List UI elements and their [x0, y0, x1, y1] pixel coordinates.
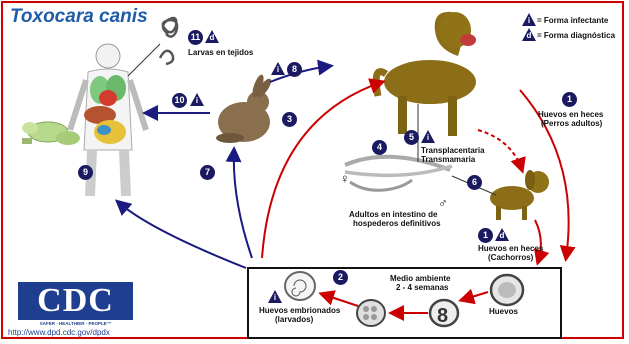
- label-larvas-tejidos: Larvas en tejidos: [188, 48, 253, 57]
- label-transplacentaria: Transplacentaria: [421, 146, 485, 155]
- tissue-larva-icon: [160, 18, 177, 64]
- label-medio-1: Medio ambiente: [390, 274, 450, 283]
- label-embrionados-2: (larvados): [275, 315, 313, 324]
- step-1b-badge: 1: [478, 228, 493, 243]
- step-1-badge: 1: [562, 92, 577, 107]
- legend-diagnostic-label: = Forma diagnóstica: [537, 31, 615, 40]
- puppy-figure: [490, 170, 549, 220]
- label-huevos-adultos-2: (Perros adultos): [541, 119, 602, 128]
- label-huevos-cachorros-2: (Cachorros): [488, 253, 533, 262]
- label-adultos-1: Adultos en intestino de: [349, 210, 437, 219]
- line-larvae: [128, 44, 160, 76]
- legend-diagnostic-icon: d: [522, 28, 536, 41]
- label-transmamaria: Transmamaria: [421, 155, 475, 164]
- cdc-url-link[interactable]: http://www.dpd.cdc.gov/dpdx: [8, 328, 110, 337]
- step-8-badge: 8: [287, 62, 302, 77]
- diagram-title: Toxocara canis: [10, 6, 148, 28]
- label-embrionados-1: Huevos embrionados: [259, 306, 340, 315]
- label-adultos-2: hospederos definitivos: [353, 219, 441, 228]
- arrow-1b: [535, 220, 541, 262]
- arrow-9: [118, 202, 246, 268]
- step-9-badge: 9: [78, 165, 93, 180]
- arrow-env-3: [322, 294, 358, 306]
- arrow-3: [262, 82, 382, 258]
- label-huevos-adultos-1: Huevos en heces: [538, 110, 603, 119]
- label-medio-2: 2 - 4 semanas: [396, 283, 448, 292]
- step-3-badge: 3: [282, 112, 297, 127]
- step-5-infective-icon: i: [421, 130, 435, 143]
- cdc-tagline: SAFER · HEALTHIER · PEOPLE™: [18, 321, 133, 326]
- svg-text:8: 8: [437, 305, 448, 327]
- step-2-badge: 2: [333, 270, 348, 285]
- label-huevos: Huevos: [489, 307, 518, 316]
- step-11-badge: 11: [188, 30, 203, 45]
- cdc-logo: CDC: [18, 282, 133, 320]
- step-11-diagnostic-icon: d: [205, 30, 219, 43]
- step-5-badge: 5: [404, 130, 419, 145]
- step-4-badge: 4: [372, 140, 387, 155]
- step-10-badge: 10: [172, 93, 187, 108]
- step-6-badge: 6: [467, 175, 482, 190]
- embryonated-infective-icon: i: [268, 290, 282, 303]
- step-1b-diagnostic-icon: d: [495, 228, 509, 241]
- label-huevos-cachorros-1: Huevos en heces: [478, 244, 543, 253]
- legend-infective-label: = Forma infectante: [537, 16, 608, 25]
- legend-infective-icon: i: [522, 13, 536, 26]
- step-10-infective-icon: i: [190, 93, 204, 106]
- step-8-infective-icon: i: [271, 62, 285, 75]
- male-symbol: ♂: [438, 196, 448, 210]
- rabbit-figure: [216, 73, 274, 143]
- adult-dog-figure: [376, 12, 476, 136]
- female-symbol: ♀: [340, 172, 350, 186]
- arrow-env-1: [462, 292, 488, 300]
- arrow-7: [234, 150, 252, 258]
- step-7-badge: 7: [200, 165, 215, 180]
